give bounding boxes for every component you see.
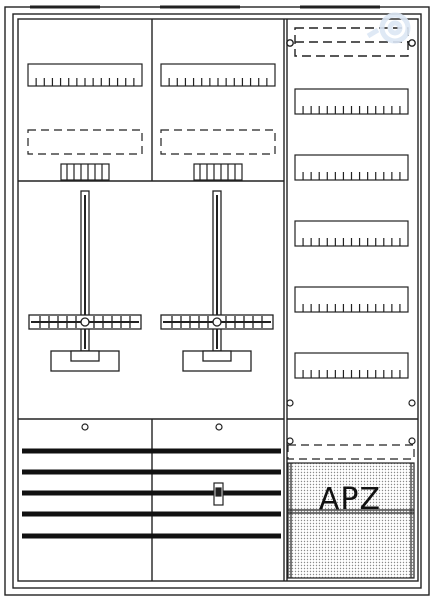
breaker-row [294,352,409,379]
cabinet-frame [4,5,430,596]
breaker-row [294,286,409,313]
top-dashed-breaker [286,27,416,57]
breaker-row [294,88,409,115]
meter-panel-right [160,63,276,181]
mounting-screws [81,399,416,445]
breaker-row [294,220,409,247]
busbars [22,448,281,539]
breaker-rows [294,88,409,379]
breaker-row [294,154,409,181]
meter-mount-cross-right [160,190,274,372]
meter-mount-cross-left [28,190,142,372]
column-dividers [18,19,418,581]
main-switch [213,482,224,506]
apz-label: APZ [318,482,382,517]
apz-area [287,444,415,579]
logo-watermark-icon [366,12,411,44]
meter-panel-left [27,63,143,181]
